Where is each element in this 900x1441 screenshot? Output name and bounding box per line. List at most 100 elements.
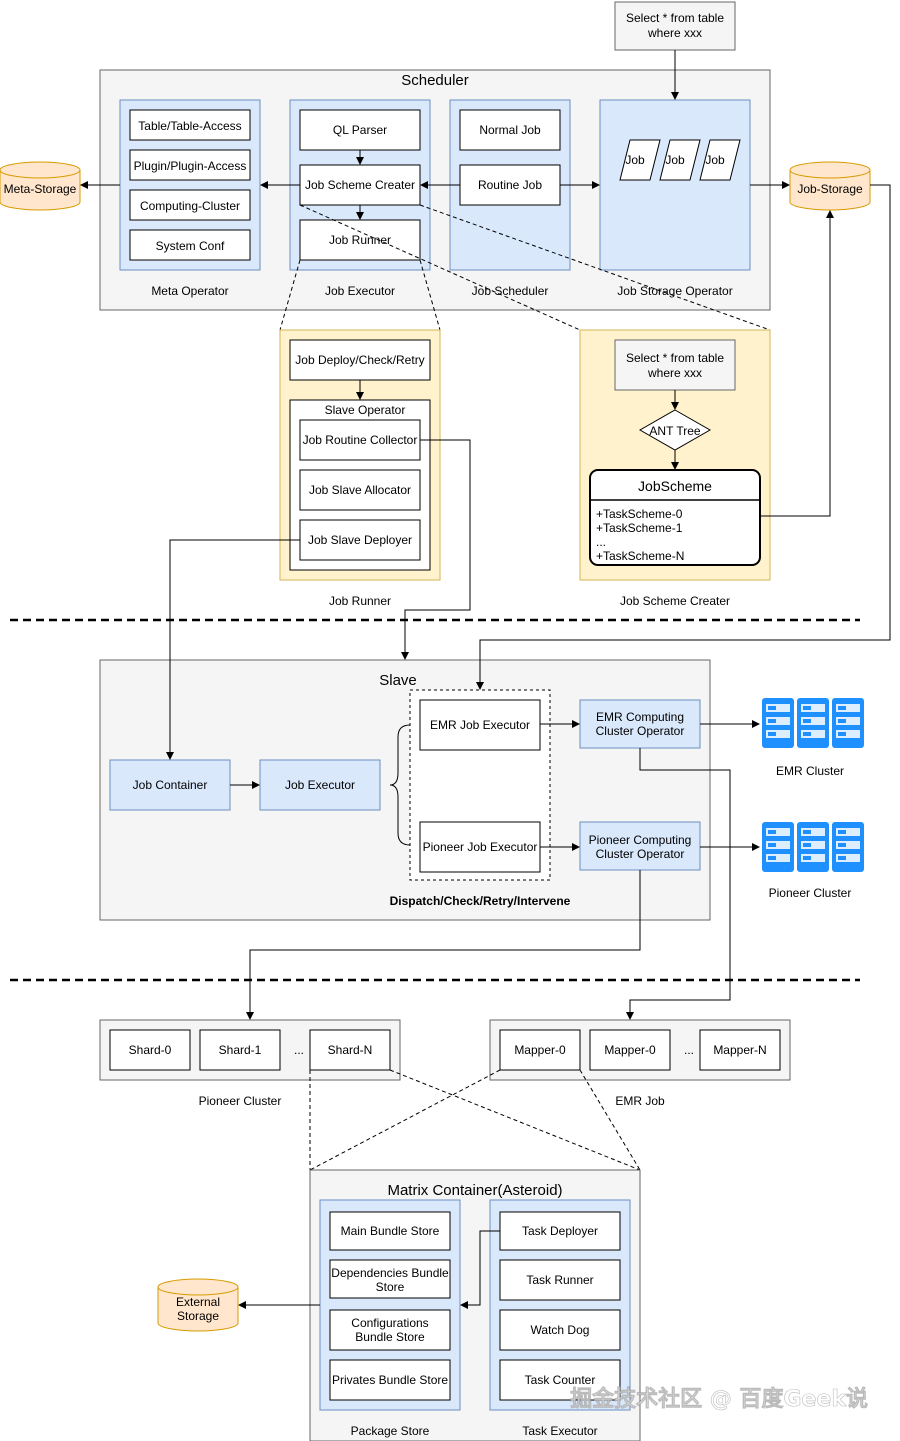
scheduler-arrows bbox=[80, 50, 790, 220]
top-query-box: Select * from table where xxx bbox=[614, 1, 736, 51]
matrix-title: Matrix Container(Asteroid) bbox=[387, 1182, 562, 1199]
emr-cluster-label: EMR Cluster bbox=[776, 764, 844, 778]
job-scheme-title: JobScheme bbox=[638, 478, 712, 494]
zoom-dashed-lines bbox=[279, 204, 771, 331]
meta-item-box bbox=[129, 189, 251, 221]
svg-text:Job-Storage: Job-Storage bbox=[797, 182, 863, 196]
pioneer-job-executor-box bbox=[419, 821, 541, 873]
shard-box bbox=[309, 1029, 391, 1071]
job-scheme-creater-box bbox=[299, 164, 421, 206]
slave-job-executor-box bbox=[259, 759, 381, 811]
deps-bundle-line1: Dependencies Bundle bbox=[331, 1266, 449, 1280]
cross-arrows bbox=[166, 184, 891, 1020]
meta-item: Computing-Cluster bbox=[140, 199, 240, 213]
watch-dog: Watch Dog bbox=[531, 1323, 590, 1337]
mapper-item: Mapper-0 bbox=[604, 1043, 656, 1057]
pioneer-job-executor: Pioneer Job Executor bbox=[423, 840, 538, 854]
slave-title: Slave bbox=[379, 672, 417, 689]
priv-bundle-store: Privates Bundle Store bbox=[332, 1373, 448, 1387]
svg-text:Storage: Storage bbox=[177, 1309, 219, 1323]
watermark-text: 掘金技术社区 @ 百度Geek说 bbox=[570, 1386, 868, 1412]
job-scheme-creater: Job Scheme Creater bbox=[305, 178, 415, 192]
task-deployer: Task Deployer bbox=[522, 1224, 598, 1238]
conf-bundle-line2: Bundle Store bbox=[355, 1330, 425, 1344]
shard-item: Shard-0 bbox=[129, 1043, 172, 1057]
main-bundle-box bbox=[329, 1211, 451, 1251]
slave-job-executor: Job Executor bbox=[285, 778, 355, 792]
mapper-box bbox=[499, 1029, 581, 1071]
package-store-label: Package Store bbox=[351, 1424, 430, 1438]
meta-operator-label: Meta Operator bbox=[151, 284, 228, 298]
main-bundle-store: Main Bundle Store bbox=[341, 1224, 440, 1238]
scheme-query-line2: where xxx bbox=[647, 366, 702, 380]
job-storage-cylinder: Job-Storage bbox=[789, 161, 871, 211]
mapper-item: Mapper-N bbox=[713, 1043, 766, 1057]
mapper-ellipsis: ... bbox=[684, 1043, 694, 1057]
task-scheme-line: +TaskScheme-N bbox=[596, 549, 684, 563]
meta-item: Plugin/Plugin-Access bbox=[134, 159, 247, 173]
emr-operator-line2: Cluster Operator bbox=[596, 724, 685, 738]
ant-tree-label: ANT Tree bbox=[649, 424, 700, 438]
meta-item-box bbox=[129, 149, 251, 181]
task-scheme-line: +TaskScheme-0 bbox=[596, 507, 683, 521]
matrix-zoom-lines bbox=[309, 1069, 641, 1171]
conf-bundle-box bbox=[329, 1309, 451, 1351]
deployer-to-package-arrow bbox=[460, 1230, 500, 1309]
job-scheme-box bbox=[589, 469, 761, 566]
mapper-item: Mapper-0 bbox=[514, 1043, 566, 1057]
job-slave-deployer: Job Slave Deployer bbox=[308, 533, 412, 547]
task-runner: Task Runner bbox=[526, 1273, 593, 1287]
svg-text:External: External bbox=[176, 1295, 220, 1309]
normal-job-box bbox=[459, 109, 561, 151]
task-scheme-line: +TaskScheme-1 bbox=[596, 521, 683, 535]
job-routine-collector-box bbox=[299, 419, 421, 461]
shard-ellipsis: ... bbox=[294, 1043, 304, 1057]
scheme-creater-detail-label: Job Scheme Creater bbox=[620, 594, 730, 608]
task-runner-box bbox=[499, 1259, 621, 1301]
shard-box bbox=[199, 1029, 281, 1071]
scheme-to-storage-arrow bbox=[760, 210, 834, 517]
job-parallelogram bbox=[619, 139, 661, 181]
svg-text:Meta-Storage: Meta-Storage bbox=[4, 182, 77, 196]
executor-brace bbox=[389, 724, 411, 846]
emr-job-label: EMR Job bbox=[615, 1094, 665, 1108]
ql-parser: QL Parser bbox=[333, 123, 387, 137]
priv-bundle-box bbox=[329, 1359, 451, 1401]
slave-operator-label: Slave Operator bbox=[325, 403, 406, 417]
job-container: Job Container bbox=[133, 778, 208, 792]
job-item: Job bbox=[705, 153, 725, 167]
job-executor-label: Job Executor bbox=[325, 284, 395, 298]
deps-bundle-line2: Store bbox=[376, 1280, 405, 1294]
job-parallelogram bbox=[659, 139, 701, 181]
shard-item: Shard-1 bbox=[219, 1043, 262, 1057]
mapper-box bbox=[589, 1029, 671, 1071]
job-storage-operator-group bbox=[599, 99, 751, 271]
scheme-query-box bbox=[614, 339, 736, 391]
svg-text:where xxx: where xxx bbox=[647, 26, 702, 40]
svg-text:Select * from table: Select * from table bbox=[626, 11, 724, 25]
pioneer-cluster-icon-label: Pioneer Cluster bbox=[769, 886, 852, 900]
scheduler-title: Scheduler bbox=[401, 72, 469, 89]
job-deploy-label: Job Deploy/Check/Retry bbox=[295, 353, 424, 367]
pioneer-operator-line2: Cluster Operator bbox=[596, 847, 685, 861]
emr-cluster-server-icon bbox=[762, 698, 864, 748]
task-scheme-line: ... bbox=[596, 535, 606, 549]
job-container-box bbox=[109, 759, 231, 811]
emr-job-executor-box bbox=[419, 699, 541, 751]
pioneer-operator-line1: Pioneer Computing bbox=[589, 833, 692, 847]
shard-box bbox=[109, 1029, 191, 1071]
task-counter: Task Counter bbox=[525, 1373, 596, 1387]
job-routine-collector: Job Routine Collector bbox=[303, 433, 418, 447]
job-deploy-box bbox=[289, 339, 431, 381]
meta-item-box bbox=[129, 109, 251, 141]
emr-operator-line1: EMR Computing bbox=[596, 710, 684, 724]
mapper-box bbox=[699, 1029, 781, 1071]
job-storage-operator-label: Job Storage Operator bbox=[617, 284, 732, 298]
task-deployer-box bbox=[499, 1211, 621, 1251]
routine-job: Routine Job bbox=[478, 178, 542, 192]
shard-item: Shard-N bbox=[328, 1043, 373, 1057]
meta-item-box bbox=[129, 229, 251, 261]
job-slave-allocator: Job Slave Allocator bbox=[309, 483, 411, 497]
dispatch-label: Dispatch/Check/Retry/Intervene bbox=[390, 894, 571, 908]
